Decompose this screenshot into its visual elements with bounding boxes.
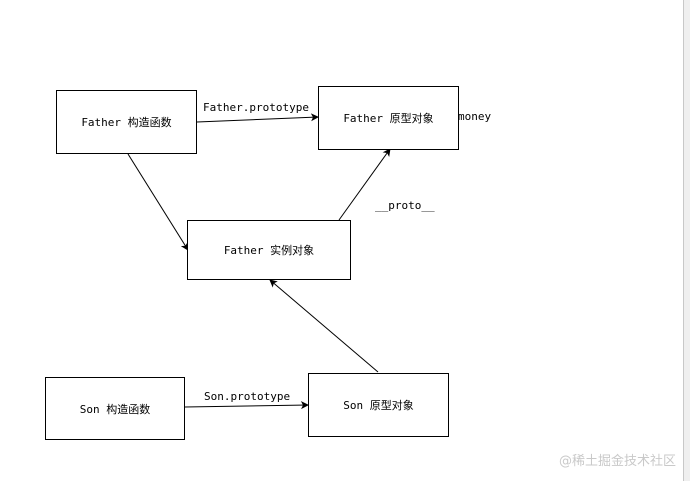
father-prototype-edge-label: Father.prototype: [203, 101, 309, 114]
arrow-instance-to-father-prototype: [338, 148, 391, 221]
son-prototype-box: Son 原型对象: [308, 373, 449, 437]
arrow-son-constructor-to-prototype: [184, 401, 309, 410]
father-instance-box: Father 实例对象: [187, 220, 351, 280]
son-prototype-edge-label: Son.prototype: [204, 390, 291, 403]
father-prototype-label: Father 原型对象: [343, 112, 434, 125]
father-instance-label: Father 实例对象: [223, 244, 315, 257]
son-constructor-box: Son 构造函数: [45, 377, 185, 440]
father-constructor-label: Father 构造函数: [81, 116, 172, 129]
arrow-father-constructor-to-instance: [127, 153, 189, 251]
proto-edge-label: __proto__: [375, 199, 435, 212]
father-prototype-box: Father 原型对象: [318, 86, 459, 150]
arrow-son-prototype-to-instance: [269, 279, 379, 373]
watermark: @稀土掘金技术社区: [558, 454, 676, 469]
father-constructor-box: Father 构造函数: [56, 90, 197, 154]
arrow-father-constructor-to-prototype: [196, 113, 319, 123]
son-prototype-label: Son 原型对象: [343, 399, 414, 412]
right-edge-bar: [683, 0, 690, 481]
money-label: money: [458, 110, 492, 123]
son-constructor-label: Son 构造函数: [79, 402, 151, 416]
